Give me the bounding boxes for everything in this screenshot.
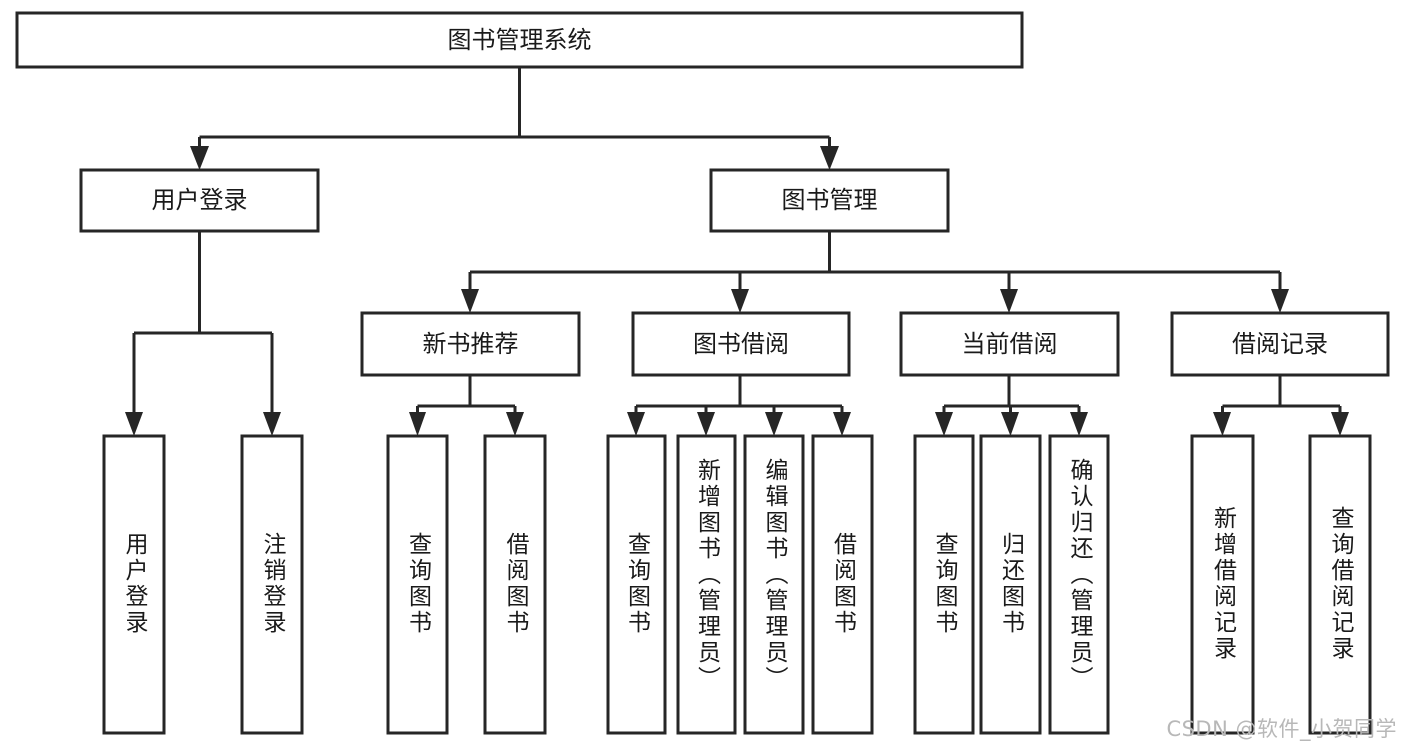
leaf-borrow-book-2-label: 借阅图书 — [830, 532, 858, 636]
leaf-edit-book-admin[interactable]: 编辑图书（管理员） — [743, 434, 805, 735]
leaf-add-book-admin[interactable]: 新增图书（管理员） — [676, 434, 737, 735]
leaf-query-borrow-record-box[interactable] — [1308, 434, 1372, 735]
leaf-query-book-2[interactable]: 查询图书 — [606, 434, 667, 735]
leaf-confirm-return-admin-label: 确认归还（管理员） — [1066, 458, 1094, 692]
leaf-edit-book-admin-label: 编辑图书（管理员） — [761, 458, 789, 692]
leaf-return-book[interactable]: 归还图书 — [979, 434, 1042, 735]
leaf-user-login-box[interactable] — [102, 434, 166, 735]
node-user-login-box[interactable] — [79, 168, 320, 233]
node-current-borrow-box[interactable] — [899, 311, 1120, 377]
node-root-box[interactable] — [15, 11, 1024, 69]
node-borrow-record-label: 借阅记录 — [1232, 330, 1328, 358]
leaf-query-book-3[interactable]: 查询图书 — [913, 434, 975, 735]
arrow-icon-user-login — [190, 146, 209, 170]
node-borrow-record-box[interactable] — [1170, 311, 1390, 377]
leaf-borrow-book-1-box[interactable] — [483, 434, 547, 735]
leaf-borrow-book-2[interactable]: 借阅图书 — [811, 434, 874, 735]
arrow-icon-book-manage — [820, 146, 839, 170]
node-user-login-label: 用户登录 — [152, 186, 248, 214]
connector-layer — [125, 67, 1349, 436]
node-current-borrow[interactable]: 当前借阅 — [899, 311, 1120, 377]
arrow-icon-leaf-borrow-book-2 — [833, 412, 851, 436]
leaf-return-book-label: 归还图书 — [998, 532, 1026, 636]
node-new-book-recommend-box[interactable] — [360, 311, 581, 377]
leaf-return-book-box[interactable] — [979, 434, 1042, 735]
leaf-query-book-2-label: 查询图书 — [624, 532, 652, 636]
node-root-label: 图书管理系统 — [448, 26, 592, 54]
node-new-book-recommend-label: 新书推荐 — [423, 330, 519, 358]
leaf-add-borrow-record-box[interactable] — [1190, 434, 1255, 735]
leaf-logout[interactable]: 注销登录 — [240, 434, 304, 735]
arrow-icon-book-borrow — [731, 289, 749, 313]
leaf-add-book-admin-label: 新增图书（管理员） — [694, 458, 722, 692]
node-book-borrow-box[interactable] — [631, 311, 851, 377]
node-current-borrow-label: 当前借阅 — [962, 330, 1058, 358]
arrow-icon-leaf-borrow-book-1 — [506, 412, 524, 436]
leaf-add-book-admin-box[interactable] — [676, 434, 737, 735]
leaf-query-borrow-record[interactable]: 查询借阅记录 — [1308, 434, 1372, 735]
arrow-icon-leaf-add-record — [1213, 412, 1231, 436]
node-new-book-recommend[interactable]: 新书推荐 — [360, 311, 581, 377]
leaf-query-borrow-record-label: 查询借阅记录 — [1327, 506, 1355, 662]
node-book-borrow[interactable]: 图书借阅 — [631, 311, 851, 377]
node-user-login[interactable]: 用户登录 — [79, 168, 320, 233]
arrow-icon-leaf-edit-book — [765, 412, 783, 436]
node-root[interactable]: 图书管理系统 — [15, 11, 1024, 69]
node-book-manage[interactable]: 图书管理 — [709, 168, 950, 233]
leaf-query-book-1[interactable]: 查询图书 — [386, 434, 449, 735]
leaf-query-book-3-box[interactable] — [913, 434, 975, 735]
leaf-logout-box[interactable] — [240, 434, 304, 735]
arrow-icon-leaf-logout — [263, 412, 281, 436]
leaf-confirm-return-admin-box[interactable] — [1048, 434, 1110, 735]
arrow-icon-leaf-query-book-2 — [627, 412, 645, 436]
node-book-manage-box[interactable] — [709, 168, 950, 233]
arrow-icon-borrow-record — [1271, 289, 1289, 313]
leaf-user-login-label: 用户登录 — [121, 532, 149, 636]
leaf-query-book-2-box[interactable] — [606, 434, 667, 735]
leaf-add-borrow-record[interactable]: 新增借阅记录 — [1190, 434, 1255, 735]
leaf-query-book-3-label: 查询图书 — [931, 532, 959, 636]
leaf-query-book-1-box[interactable] — [386, 434, 449, 735]
arrow-icon-leaf-query-book-3 — [935, 412, 953, 436]
leaf-borrow-book-2-box[interactable] — [811, 434, 874, 735]
leaf-user-login[interactable]: 用户登录 — [102, 434, 166, 735]
arrow-icon-leaf-user-login — [125, 412, 143, 436]
leaf-borrow-book-1[interactable]: 借阅图书 — [483, 434, 547, 735]
node-book-manage-label: 图书管理 — [782, 186, 878, 214]
leaf-add-borrow-record-label: 新增借阅记录 — [1210, 506, 1238, 662]
leaf-confirm-return-admin[interactable]: 确认归还（管理员） — [1048, 434, 1110, 735]
arrow-icon-current-borrow — [1000, 289, 1018, 313]
leaf-edit-book-admin-box[interactable] — [743, 434, 805, 735]
node-borrow-record[interactable]: 借阅记录 — [1170, 311, 1390, 377]
arrow-icon-leaf-query-record — [1331, 412, 1349, 436]
node-book-borrow-label: 图书借阅 — [693, 330, 789, 358]
arrow-icon-leaf-confirm-return — [1070, 412, 1088, 436]
leaf-logout-label: 注销登录 — [259, 532, 287, 636]
arrow-icon-new-book — [461, 289, 479, 313]
leaf-borrow-book-1-label: 借阅图书 — [502, 532, 530, 636]
arrow-icon-leaf-return-book — [1001, 412, 1019, 436]
leaf-query-book-1-label: 查询图书 — [405, 532, 433, 636]
arrow-icon-leaf-add-book — [697, 412, 715, 436]
arrow-icon-leaf-query-book-1 — [409, 412, 426, 436]
